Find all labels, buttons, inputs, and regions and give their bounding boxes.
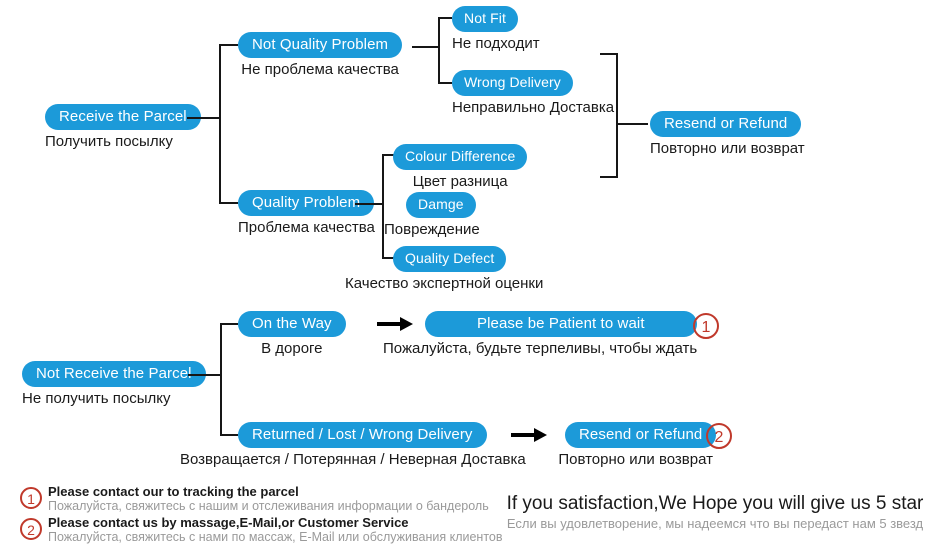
connector-quality-stub bbox=[355, 203, 384, 205]
node-quality-problem: Quality Problem Проблема качества bbox=[238, 190, 375, 238]
pill-resend-or-refund-bottom: Resend or Refund bbox=[565, 422, 717, 448]
sub-on-the-way: В дороге bbox=[261, 340, 323, 357]
node-on-the-way: On the Way В дороге bbox=[238, 311, 346, 359]
legend-item-2: Please contact us by massage,E-Mail,or C… bbox=[48, 515, 503, 545]
legend-item-1-ru: Пожалуйста, свяжитесь с нашим и отслежив… bbox=[48, 499, 489, 513]
node-damge: Damge Повреждение bbox=[384, 192, 480, 240]
sub-not-fit: Не подходит bbox=[452, 35, 540, 52]
marker-circle-2: 2 bbox=[706, 423, 732, 449]
pill-quality-defect: Quality Defect bbox=[393, 246, 507, 272]
pill-receive-the-parcel: Receive the Parcel bbox=[45, 104, 201, 130]
sub-colour-difference: Цвет разница bbox=[412, 173, 508, 190]
connector-bottom-spine bbox=[220, 324, 222, 436]
pill-please-be-patient: Please be Patient to wait bbox=[425, 311, 697, 337]
arrow-shaft bbox=[511, 433, 537, 437]
connector-bottom-bottom bbox=[220, 434, 238, 436]
pill-not-receive-the-parcel: Not Receive the Parcel bbox=[22, 361, 206, 387]
arrow-on-the-way-to-wait bbox=[377, 317, 413, 331]
node-receive-the-parcel: Receive the Parcel Получить посылку bbox=[45, 104, 201, 152]
node-quality-defect: Quality Defect Качество экспертной оценк… bbox=[345, 246, 543, 294]
connector-quality-spine bbox=[382, 155, 384, 259]
node-resend-or-refund-bottom: Resend or Refund Повторно или возврат bbox=[558, 422, 717, 470]
pill-quality-problem: Quality Problem bbox=[238, 190, 375, 216]
sub-returned-lost-wrong-delivery: Возвращается / Потерянная / Неверная Дос… bbox=[180, 451, 526, 468]
sub-wrong-delivery: Неправильно Доставка bbox=[452, 99, 615, 116]
connector-bottom-root-stub bbox=[188, 374, 222, 376]
node-returned-lost-wrong-delivery: Returned / Lost / Wrong Delivery Возвращ… bbox=[180, 422, 526, 470]
sub-not-receive-the-parcel: Не получить посылку bbox=[22, 390, 171, 407]
sub-resend-or-refund-bottom: Повторно или возврат bbox=[558, 451, 713, 468]
connector-outcome-top bbox=[600, 53, 618, 55]
node-not-receive-the-parcel: Not Receive the Parcel Не получить посыл… bbox=[22, 361, 206, 409]
connector-outcome-bottom bbox=[600, 176, 618, 178]
connector-level1-bottom bbox=[219, 202, 238, 204]
sub-please-be-patient: Пожалуйста, будьте терпеливы, чтобы ждат… bbox=[383, 340, 698, 357]
connector-notquality-top bbox=[438, 17, 452, 19]
pill-returned-lost-wrong-delivery: Returned / Lost / Wrong Delivery bbox=[238, 422, 487, 448]
legend-item-1-en: Please contact our to tracking the parce… bbox=[48, 484, 299, 499]
node-not-fit: Not Fit Не подходит bbox=[452, 6, 540, 54]
arrow-shaft bbox=[377, 322, 403, 326]
pill-wrong-delivery: Wrong Delivery bbox=[452, 70, 573, 96]
connector-quality-top bbox=[382, 154, 395, 156]
connector-notquality-stub bbox=[412, 46, 440, 48]
connector-bottom-top bbox=[220, 323, 238, 325]
node-wrong-delivery: Wrong Delivery Неправильно Доставка bbox=[452, 70, 614, 118]
node-colour-difference: Colour Difference Цвет разница bbox=[393, 144, 528, 192]
pill-not-fit: Not Fit bbox=[452, 6, 518, 32]
marker-circle-1: 1 bbox=[693, 313, 719, 339]
pill-resend-or-refund-top: Resend or Refund bbox=[650, 111, 802, 137]
pill-not-quality-problem: Not Quality Problem bbox=[238, 32, 403, 58]
connector-level1-spine bbox=[219, 45, 221, 204]
sub-not-quality-problem: Не проблема качества bbox=[241, 61, 399, 78]
connector-outcome-stub bbox=[616, 123, 648, 125]
connector-outcome-spine bbox=[616, 54, 618, 178]
pill-damge: Damge bbox=[406, 192, 476, 218]
arrow-head bbox=[534, 428, 547, 442]
legend-item-1: Please contact our to tracking the parce… bbox=[48, 484, 489, 514]
tagline-en: If you satisfaction,We Hope you will giv… bbox=[506, 493, 924, 514]
node-not-quality-problem: Not Quality Problem Не проблема качества bbox=[238, 32, 403, 80]
sub-receive-the-parcel: Получить посылку bbox=[45, 133, 173, 150]
sub-resend-or-refund-top: Повторно или возврат bbox=[650, 140, 805, 157]
tagline: If you satisfaction,We Hope you will giv… bbox=[505, 492, 925, 533]
sub-quality-defect: Качество экспертной оценки bbox=[345, 275, 544, 292]
connector-level1-top bbox=[219, 44, 238, 46]
node-please-be-patient: Please be Patient to wait Пожалуйста, бу… bbox=[383, 311, 697, 359]
connector-notquality-bottom bbox=[438, 82, 452, 84]
sub-quality-problem: Проблема качества bbox=[238, 219, 375, 236]
legend-item-2-en: Please contact us by massage,E-Mail,or C… bbox=[48, 515, 409, 530]
legend-item-2-ru: Пожалуйста, свяжитесь с нами по массаж, … bbox=[48, 530, 503, 544]
arrow-head bbox=[400, 317, 413, 331]
legend-marker-1: 1 bbox=[20, 487, 42, 509]
arrow-returned-to-resend bbox=[511, 428, 547, 442]
pill-colour-difference: Colour Difference bbox=[393, 144, 528, 170]
legend-marker-2: 2 bbox=[20, 518, 42, 540]
node-resend-or-refund-top: Resend or Refund Повторно или возврат bbox=[650, 111, 805, 159]
connector-root-stub bbox=[187, 117, 221, 119]
sub-damge: Повреждение bbox=[384, 221, 480, 238]
tagline-ru: Если вы удовлетворение, мы надеемся что … bbox=[506, 516, 924, 531]
connector-notquality-spine bbox=[438, 18, 440, 84]
connector-quality-bottom bbox=[382, 257, 395, 259]
pill-on-the-way: On the Way bbox=[238, 311, 346, 337]
